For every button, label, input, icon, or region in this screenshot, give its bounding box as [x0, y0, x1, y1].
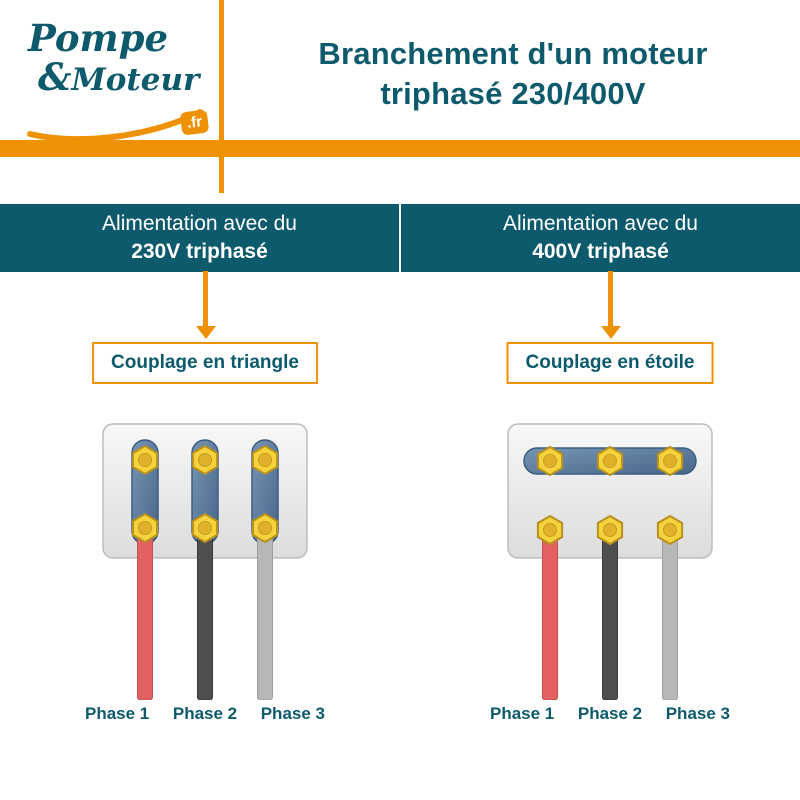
page-title-line2: triphasé 230/400V: [380, 76, 646, 111]
phase-labels-right: Phase 1 Phase 2 Phase 3: [490, 704, 730, 724]
terminal-nut-icon: [131, 445, 159, 475]
down-arrow-icon-right: [608, 271, 613, 327]
logo-fr-badge: .fr: [179, 109, 210, 136]
page-title: Branchement d'un moteur triphasé 230/400…: [238, 34, 788, 114]
terminal-nut-icon: [131, 513, 159, 543]
terminal-nut-icon: [656, 446, 684, 476]
page-title-line1: Branchement d'un moteur: [318, 36, 708, 71]
terminal-nut-icon: [596, 515, 624, 545]
supply-header-band: Alimentation avec du 230V triphasé Alime…: [0, 204, 800, 272]
supply-400v-line1: Alimentation avec du: [503, 212, 698, 235]
wire-phase-3: [257, 531, 273, 700]
band-divider: [399, 204, 401, 272]
star-terminal-svg: [507, 423, 713, 700]
phase-3-label: Phase 3: [665, 704, 730, 723]
star-terminal-illustration: [490, 420, 730, 700]
terminal-nut-icon: [251, 513, 279, 543]
terminal-nut-icon: [191, 445, 219, 475]
logo-word-moteur: &Moteur: [38, 55, 200, 99]
phase-2-label: Phase 2: [577, 704, 643, 723]
supply-header-400v: Alimentation avec du 400V triphasé: [401, 204, 800, 272]
terminal-nut-icon: [596, 446, 624, 476]
delta-terminal-svg: [102, 423, 308, 700]
horizontal-orange-bar: [0, 140, 800, 157]
brand-logo: Pompe &Moteur .fr: [22, 16, 222, 142]
coupling-box-etoile: Couplage en étoile: [506, 342, 714, 384]
terminal-nut-icon: [251, 445, 279, 475]
delta-terminal-illustration: [85, 420, 325, 700]
supply-230v-line1: Alimentation avec du: [102, 212, 297, 235]
wire-phase-3: [662, 535, 678, 700]
phase-1-label: Phase 1: [490, 704, 555, 723]
logo-word-pompe: Pompe: [28, 16, 169, 60]
wire-phase-1: [542, 535, 558, 700]
phase-2-label: Phase 2: [172, 704, 238, 723]
wire-phase-1: [137, 531, 153, 700]
phase-labels-left: Phase 1 Phase 2 Phase 3: [85, 704, 325, 724]
phase-3-label: Phase 3: [260, 704, 325, 723]
logo-ampersand: &: [38, 55, 72, 99]
terminal-nut-icon: [191, 513, 219, 543]
coupling-box-triangle: Couplage en triangle: [92, 342, 318, 384]
wire-phase-2: [602, 535, 618, 700]
terminal-nut-icon: [536, 446, 564, 476]
supply-header-230v: Alimentation avec du 230V triphasé: [0, 204, 399, 272]
supply-400v-line2: 400V triphasé: [532, 240, 669, 263]
vertical-orange-divider: [219, 0, 224, 193]
terminal-nut-icon: [536, 515, 564, 545]
down-arrow-icon-left: [203, 271, 208, 327]
phase-1-label: Phase 1: [85, 704, 150, 723]
wire-phase-2: [197, 531, 213, 700]
terminal-nut-icon: [656, 515, 684, 545]
supply-230v-line2: 230V triphasé: [131, 240, 268, 263]
